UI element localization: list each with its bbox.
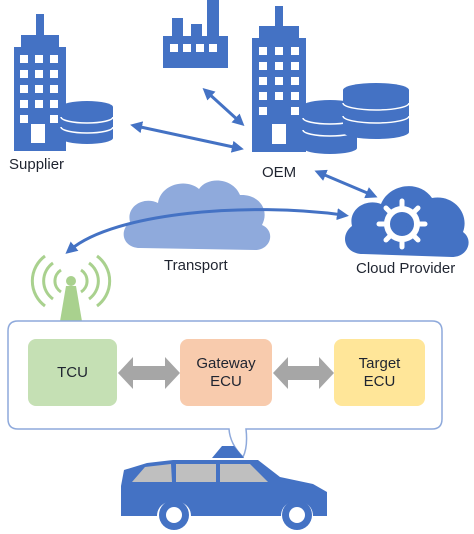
cloud-provider-label: Cloud Provider [356,260,456,277]
supplier-building-icon [14,14,66,151]
car-icon [121,446,327,530]
gateway-ecu-box [180,339,272,406]
gateway-ecu-label: Gateway ECU [196,354,256,390]
cloud-icon [345,186,469,257]
cloud-icon [123,180,271,250]
tcu-box [28,339,117,406]
supplier-label: Supplier [9,156,65,173]
tcu-gateway-arrow [118,357,180,389]
gateway-target-arrow [273,357,334,389]
target-ecu-box [334,339,425,406]
tcu-label: TCU [57,363,88,381]
factory-oem-arrow [202,87,245,127]
database-icon [60,101,114,144]
oem-label: OEM [262,164,297,181]
oem-building-icon [252,6,306,152]
gear-icon [376,198,428,250]
oem-cloud-arrow [314,169,378,199]
database-icon [342,83,410,139]
cloud-to-antenna-arrow [65,208,349,254]
factory-icon [163,0,228,68]
supplier-oem-arrow [130,121,244,153]
target-ecu-label: Target ECU [358,354,401,390]
transport-label: Transport [164,257,228,274]
